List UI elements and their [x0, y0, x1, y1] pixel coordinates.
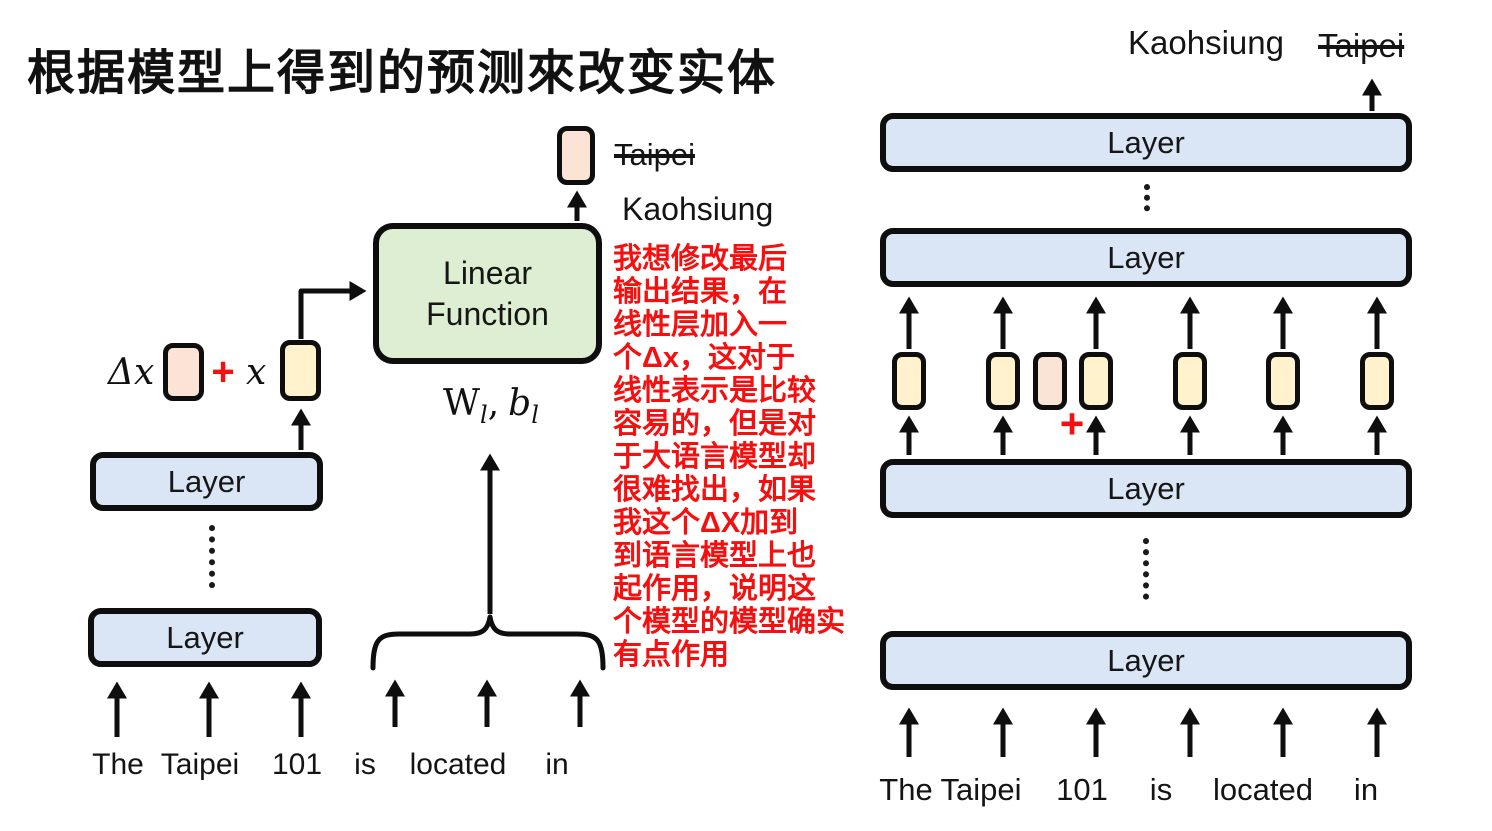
b-symbol: b: [508, 383, 532, 424]
predicted-token: [557, 126, 595, 185]
plus-sign: +: [211, 350, 235, 394]
delta-x-label: Δx: [108, 352, 155, 393]
annotation-line: 有点作用: [613, 639, 730, 671]
annotation-line: 于大语言模型却: [613, 441, 817, 473]
new-prediction-label: Kaohsiung: [622, 191, 774, 227]
layer-label: Layer: [1107, 470, 1185, 506]
output-old-label: Taipei: [1318, 27, 1405, 64]
hidden-token: [892, 352, 926, 410]
slide-title: 根据模型上得到的预测來改变实体: [27, 47, 778, 100]
brace-icon: [370, 614, 606, 671]
annotation-line: 线性层加入一: [613, 309, 788, 341]
old-prediction-label: Taipei: [614, 137, 695, 172]
right-layer-1: Layer: [880, 631, 1412, 690]
annotation-line: 我想修改最后: [613, 243, 788, 275]
input-word: is: [354, 748, 376, 781]
input-word: Taipei: [160, 748, 240, 781]
input-word: located: [1213, 772, 1313, 807]
linear-function-box: Linear Function: [373, 223, 602, 364]
input-word: The: [92, 748, 144, 781]
input-word: located: [409, 748, 507, 781]
output-new-label: Kaohsiung: [1128, 24, 1284, 61]
hidden-token: [1079, 352, 1113, 410]
layer-label: Layer: [1107, 642, 1185, 678]
plus-sign: +: [1059, 400, 1085, 447]
annotation-line: 很难找出，如果: [613, 474, 817, 506]
hidden-token: [1360, 352, 1394, 410]
input-word: 101: [271, 748, 323, 781]
annotation-line: 容易的，但是对: [613, 408, 817, 440]
linear-function-label-line1: Linear: [443, 254, 532, 291]
input-word: is: [1149, 772, 1173, 807]
annotation-line: 个模型的模型确实: [613, 606, 846, 638]
layer-label: Layer: [1107, 124, 1185, 160]
right-layer-4: Layer: [880, 113, 1412, 172]
annotation-line: 到语言模型上也: [613, 540, 817, 572]
input-word: Taipei: [940, 772, 1022, 807]
left-layer-upper: Layer: [90, 452, 323, 511]
annotation-line: 输出结果，在: [613, 276, 788, 308]
annotation-line: 个Δx，这对于: [613, 342, 795, 374]
left-layer-lower: Layer: [88, 608, 322, 667]
annotation-line: 我这个ΔX加到: [613, 507, 799, 539]
comma: ,: [487, 383, 500, 424]
x-label: x: [246, 352, 267, 393]
delta-token-inserted: [1033, 352, 1067, 410]
input-word: in: [1353, 772, 1379, 807]
hidden-token: [986, 352, 1020, 410]
input-word: The: [879, 772, 933, 807]
weights-bias-formula: Wl,bl: [443, 383, 539, 429]
hidden-token: [1266, 352, 1300, 410]
annotation-note: 我想修改最后 输出结果，在 线性层加入一 个Δx，这对于 线性表示是比较 容易的…: [613, 243, 845, 672]
right-layer-2: Layer: [880, 459, 1412, 518]
input-word: in: [545, 748, 569, 781]
elbow-arrow-icon: [298, 281, 367, 339]
layer-label: Layer: [1107, 239, 1185, 275]
delta-x-token: [163, 343, 204, 401]
b-subscript: l: [531, 401, 539, 430]
x-token: [280, 340, 321, 401]
w-subscript: l: [480, 401, 488, 430]
annotation-line: 线性表示是比较: [613, 375, 817, 407]
hidden-token: [1173, 352, 1207, 410]
input-word: 101: [1056, 772, 1108, 807]
layer-label: Layer: [166, 619, 244, 655]
annotation-line: 起作用，说明这: [613, 573, 817, 605]
right-layer-3: Layer: [880, 228, 1412, 287]
w-symbol: W: [443, 383, 481, 424]
layer-label: Layer: [167, 463, 246, 499]
linear-function-label-line2: Function: [426, 295, 549, 332]
